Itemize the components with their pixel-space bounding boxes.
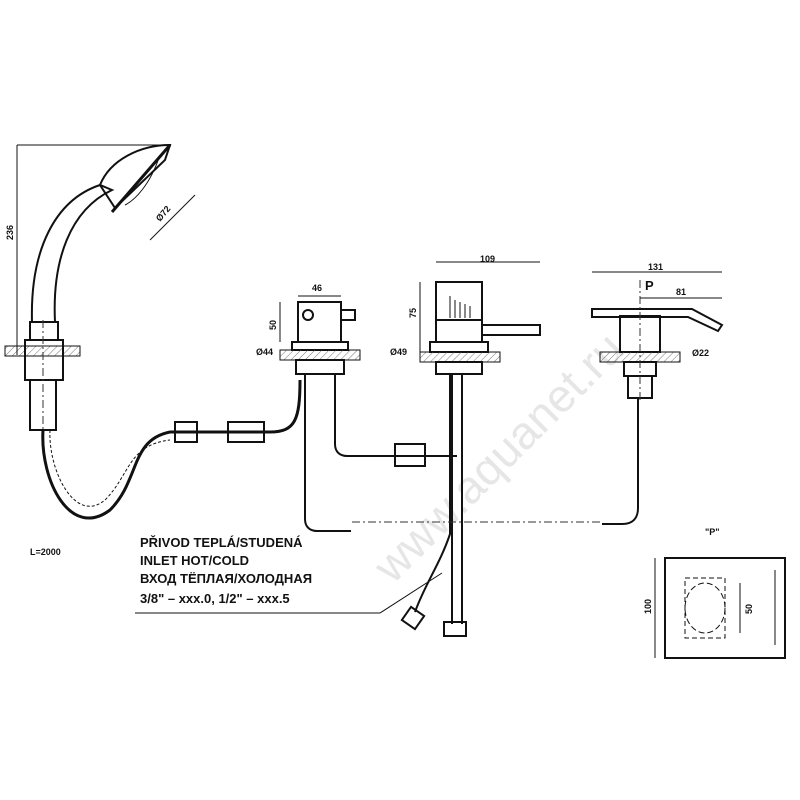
detail-p-height: 100 <box>643 599 653 614</box>
diverter-valve: 46 50 Ø44 <box>256 283 457 532</box>
inlet-note: PŘIVOD TEPLÁ/STUDENÁ INLET HOT/COLD ВХОД… <box>135 535 443 614</box>
inlet-note-sizes: 3/8" – xxx.0, 1/2" – xxx.5 <box>140 591 290 606</box>
hand-shower: 236 Ø72 <box>4 143 196 440</box>
shower-hose: L=2000 <box>30 379 302 557</box>
dim-spout-reach: 81 <box>676 287 686 297</box>
dim-diverter-width: 46 <box>312 283 322 293</box>
dim-lever-hole: Ø49 <box>390 347 407 357</box>
detail-p: "P" 100 50 <box>643 527 786 659</box>
dim-diverter-hole: Ø44 <box>256 347 273 357</box>
view-marker-p: P <box>645 278 654 293</box>
lever-mixer: 109 75 Ø49 <box>390 254 541 637</box>
spout: 131 81 P Ø22 <box>352 262 724 525</box>
watermark: www.aquanet.ru <box>363 322 634 593</box>
dim-hose-length: L=2000 <box>30 547 61 557</box>
dim-lever-height: 75 <box>408 308 418 318</box>
dim-spout-hole: Ø22 <box>692 348 709 358</box>
detail-p-title: "P" <box>705 527 720 537</box>
dim-shower-height: 236 <box>5 225 15 240</box>
inlet-note-ru: ВХОД ТЁПЛАЯ/ХОЛОДНАЯ <box>140 571 312 586</box>
inlet-note-cz: PŘIVOD TEPLÁ/STUDENÁ <box>140 535 303 550</box>
dim-spout-length: 131 <box>648 262 663 272</box>
detail-p-inner: 50 <box>744 604 754 614</box>
dim-lever-width: 109 <box>480 254 495 264</box>
dim-diverter-height: 50 <box>268 320 278 330</box>
inlet-note-en: INLET HOT/COLD <box>140 553 249 568</box>
